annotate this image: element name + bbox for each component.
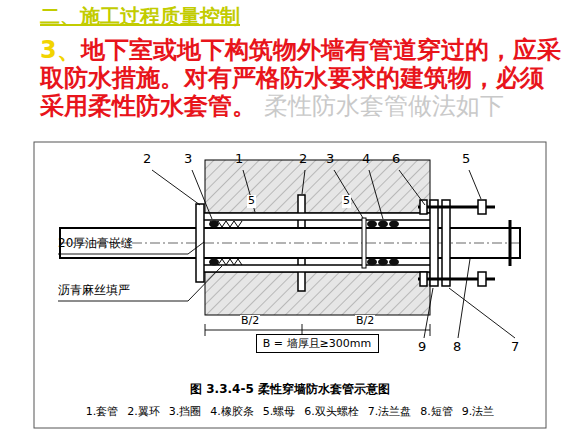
- callout-number: 9: [418, 340, 426, 355]
- part-item: 7.法兰盘: [368, 404, 412, 419]
- figure-frame: [34, 142, 546, 428]
- callout-number: 5: [247, 195, 256, 208]
- part-item: 2.翼环: [127, 404, 160, 419]
- part-item: 3.挡圈: [169, 404, 202, 419]
- callout-number: 6: [392, 152, 400, 167]
- flange: [430, 200, 438, 286]
- callout-number: 2: [299, 152, 307, 167]
- wall-lower: [205, 272, 430, 315]
- dimension-box: B = 墙厚且≥300mm: [256, 334, 379, 353]
- part-item: 4.橡胶条: [210, 404, 254, 419]
- callout-number: 5: [462, 152, 470, 167]
- paragraph: 3、地下室或地下构筑物外墙有管道穿过的，应采取防水措施。对有严格防水要求的建筑物…: [40, 36, 564, 120]
- pipe-flange-end: [509, 220, 512, 266]
- dimension-text: B/2: [355, 315, 375, 328]
- figure-caption: 图 3.3.4-5 柔性穿墙防水套管示意图: [190, 383, 390, 397]
- callout-number: 2: [143, 152, 151, 167]
- part-item: 1.套管: [86, 404, 119, 419]
- sleeve-bottom: [200, 265, 432, 272]
- wall-upper: [205, 160, 430, 213]
- callout-number: 8: [453, 340, 461, 355]
- leader-lines: [58, 170, 515, 338]
- rubber-strips: [209, 221, 399, 266]
- sleeve-top: [200, 213, 432, 220]
- callout-number: 5: [342, 195, 351, 208]
- callout-number: 3: [326, 152, 334, 167]
- annotation: 沥青麻丝填严: [58, 284, 130, 298]
- faded-note: 柔性防水套管做法如下: [264, 92, 504, 120]
- part-item: 9.法兰: [462, 404, 495, 419]
- filler-top: [210, 221, 242, 227]
- callout-number: 7: [511, 340, 519, 355]
- part-item: 5.螺母: [263, 404, 296, 419]
- annotation: 20厚油膏嵌缝: [58, 237, 133, 251]
- callout-number: 4: [362, 152, 370, 167]
- filler-bottom: [210, 259, 242, 265]
- flange-plate: [442, 200, 450, 286]
- part-item: 6.双头螺栓: [304, 404, 359, 419]
- nuts: [420, 200, 486, 286]
- retaining-ring-right: [362, 218, 366, 268]
- dimension-text: B = 墙厚且≥300mm: [263, 336, 371, 351]
- part-item: 8.短管: [420, 404, 453, 419]
- callout-number: 3: [184, 152, 192, 167]
- dimension-text: B/2: [240, 315, 260, 328]
- slide-title: 二、施工过程质量控制: [40, 5, 240, 28]
- callout-number: 1: [235, 152, 243, 167]
- parts-list: 1.套管 2.翼环 3.挡圈 4.橡胶条 5.螺母 6.双头螺栓 7.法兰盘 8.短管 9.法兰: [36, 404, 544, 419]
